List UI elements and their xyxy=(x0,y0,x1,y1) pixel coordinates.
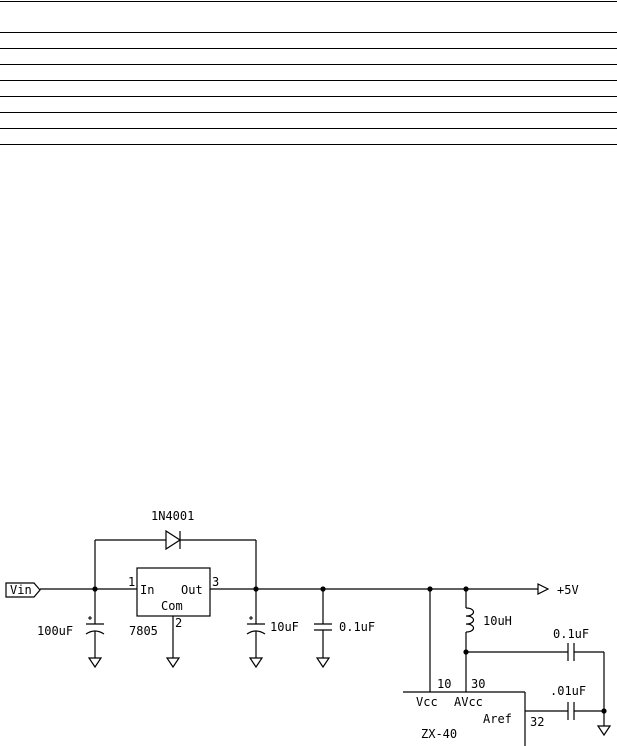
pin-vcc-number: 10 xyxy=(437,677,451,691)
c-input-label: 100uF xyxy=(37,624,73,638)
vin-label: Vin xyxy=(10,583,32,597)
pin-aref-label: Aref xyxy=(483,712,512,726)
pin-avcc-label: AVcc xyxy=(454,695,483,709)
table-rule-bottom xyxy=(0,144,617,145)
vin-port-symbol xyxy=(5,582,41,598)
inductor-label: 10uH xyxy=(483,614,512,628)
ground-icon xyxy=(315,657,331,669)
c-avcc-label: 0.1uF xyxy=(553,627,589,641)
pin-vcc-label: Vcc xyxy=(416,695,438,709)
junction-dot xyxy=(601,708,607,714)
junction-dot xyxy=(253,586,259,592)
pin-com-label: Com xyxy=(161,599,183,613)
table-rule xyxy=(0,48,617,49)
table-rule xyxy=(0,64,617,65)
junction-dot xyxy=(320,586,326,592)
pin-aref-number: 32 xyxy=(530,715,544,729)
diode-symbol xyxy=(165,529,182,551)
ground-icon xyxy=(596,725,612,737)
output-arrow xyxy=(537,583,550,595)
pin-com-number: 2 xyxy=(175,616,182,630)
ground-icon xyxy=(248,657,264,669)
ground-icon xyxy=(87,657,103,669)
junction-dot xyxy=(463,586,469,592)
table-rule xyxy=(0,80,617,81)
junction-dot xyxy=(427,586,433,592)
table-rule-top xyxy=(0,1,617,2)
regulator-part-label: 7805 xyxy=(129,624,158,638)
pin-avcc-number: 30 xyxy=(471,677,485,691)
pin-in-label: In xyxy=(140,583,154,597)
ruled-table xyxy=(0,0,617,150)
pin-in-number: 1 xyxy=(128,575,135,589)
inductor-symbol xyxy=(465,607,475,633)
junction-dot xyxy=(463,649,469,655)
c-output-label: 10uF xyxy=(270,620,299,634)
pin-out-number: 3 xyxy=(212,575,219,589)
c-aref-label: .01uF xyxy=(550,684,586,698)
pin-out-label: Out xyxy=(181,583,203,597)
c-bypass-label: 0.1uF xyxy=(339,620,375,634)
diode-label: 1N4001 xyxy=(151,509,194,523)
table-rule xyxy=(0,32,617,33)
output-rail-label: +5V xyxy=(557,583,579,597)
junction-dot xyxy=(92,586,98,592)
mcu-part-label: ZX-40 xyxy=(421,727,457,741)
table-rule xyxy=(0,128,617,129)
table-rule xyxy=(0,112,617,113)
table-rule xyxy=(0,96,617,97)
ground-icon xyxy=(165,657,181,669)
